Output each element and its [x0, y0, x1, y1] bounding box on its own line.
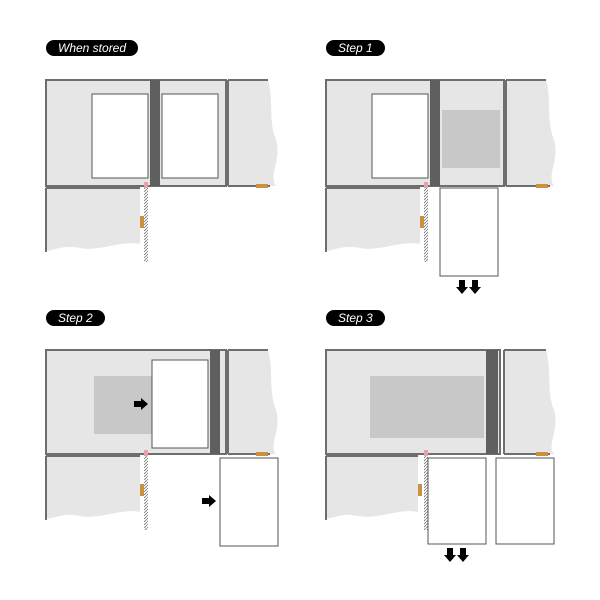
label-step-1: Step 1	[326, 40, 385, 56]
arrow-down-icon	[456, 280, 468, 294]
hinge	[256, 452, 268, 456]
hinge	[140, 216, 144, 228]
hatch-strip	[144, 454, 148, 530]
arrow-down-icon	[457, 548, 469, 562]
center-post	[486, 350, 498, 454]
lower-wall	[326, 188, 420, 251]
hinge	[536, 184, 548, 188]
pink-mark	[424, 182, 428, 188]
inner-panel	[370, 376, 484, 438]
right-wall	[228, 80, 278, 186]
hinge	[140, 484, 144, 496]
pink-mark	[144, 450, 148, 456]
center-post	[150, 80, 160, 186]
panel-left	[371, 93, 429, 179]
label-when-stored: When stored	[46, 40, 139, 56]
lowered-panel	[427, 457, 487, 545]
diagram-when-stored	[45, 79, 278, 262]
arrow-down-icon	[444, 548, 456, 562]
diagram-step-3	[325, 349, 556, 562]
hatch-strip	[424, 186, 428, 262]
hinge	[256, 184, 268, 188]
sliding-panel	[151, 359, 209, 449]
label-step-2: Step 2	[46, 310, 105, 326]
diagram-step-1	[325, 79, 556, 294]
hinge	[420, 216, 424, 228]
lower-wall	[46, 456, 140, 519]
lowered-panel	[219, 457, 279, 547]
label-step-3: Step 3	[326, 310, 385, 326]
lower-wall	[326, 456, 418, 519]
inner-panel	[442, 110, 500, 168]
hatch-strip	[144, 186, 148, 262]
pink-mark	[144, 182, 148, 188]
lowered-panel	[439, 187, 499, 277]
hatch-strip	[424, 454, 428, 530]
pink-mark	[424, 450, 428, 456]
hinge	[536, 452, 548, 456]
lower-wall	[46, 188, 140, 251]
right-wall	[228, 350, 278, 454]
arrow-right-icon	[134, 398, 148, 410]
arrow-right-icon	[202, 495, 216, 507]
lowered-panel	[495, 457, 555, 545]
panel-right	[161, 93, 219, 179]
hinge	[418, 484, 422, 496]
center-post	[210, 350, 220, 454]
diagram-step-2	[45, 349, 279, 547]
right-wall	[504, 350, 556, 454]
right-wall	[506, 80, 556, 186]
panel-left	[91, 93, 149, 179]
center-post	[430, 80, 440, 186]
arrow-down-icon	[469, 280, 481, 294]
